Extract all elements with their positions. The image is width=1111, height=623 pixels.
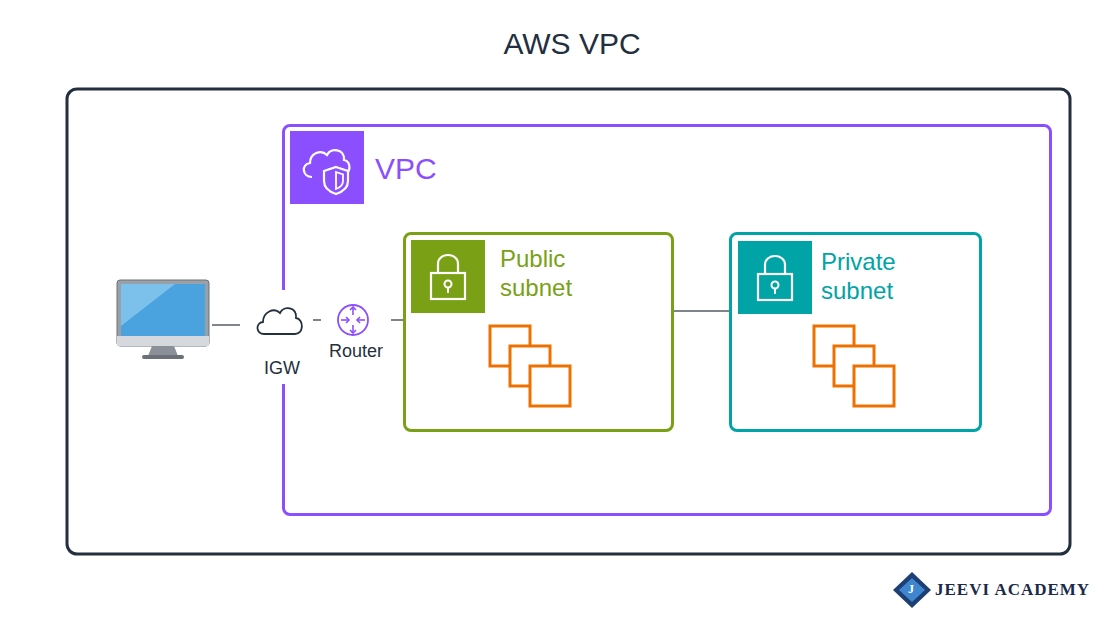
internet-gateway: IGW	[251, 290, 313, 384]
lock-icon	[738, 241, 812, 314]
connector-line	[674, 310, 729, 312]
connector-line	[391, 319, 403, 321]
node-label: Router	[321, 341, 391, 363]
watermark: JEEVI ACADEMY	[935, 580, 1090, 600]
router: Router	[321, 300, 391, 367]
igw-cloud-icon	[253, 298, 305, 340]
computer-wire	[212, 324, 240, 326]
public-subnet-box: Public subnet	[403, 232, 674, 432]
vpc-icon	[290, 131, 364, 204]
diagram-title: AWS VPC	[372, 27, 772, 61]
computer-illustration	[117, 280, 209, 359]
academy-logo	[893, 572, 931, 608]
connector-line	[313, 319, 321, 321]
node-label: Private subnet	[821, 248, 939, 306]
node-label: VPC	[375, 151, 437, 187]
router-icon	[335, 302, 371, 338]
vpc-box: VPC Router Public subnet Private subnet	[282, 124, 1052, 516]
instances-icon	[488, 324, 574, 410]
instances-icon	[812, 324, 898, 410]
lock-icon	[411, 240, 485, 313]
private-subnet-box: Private subnet	[729, 232, 982, 432]
outer-frame	[67, 89, 1070, 554]
node-label: IGW	[251, 358, 313, 380]
node-label: Public subnet	[500, 245, 618, 303]
logo-letter: J	[908, 582, 914, 597]
